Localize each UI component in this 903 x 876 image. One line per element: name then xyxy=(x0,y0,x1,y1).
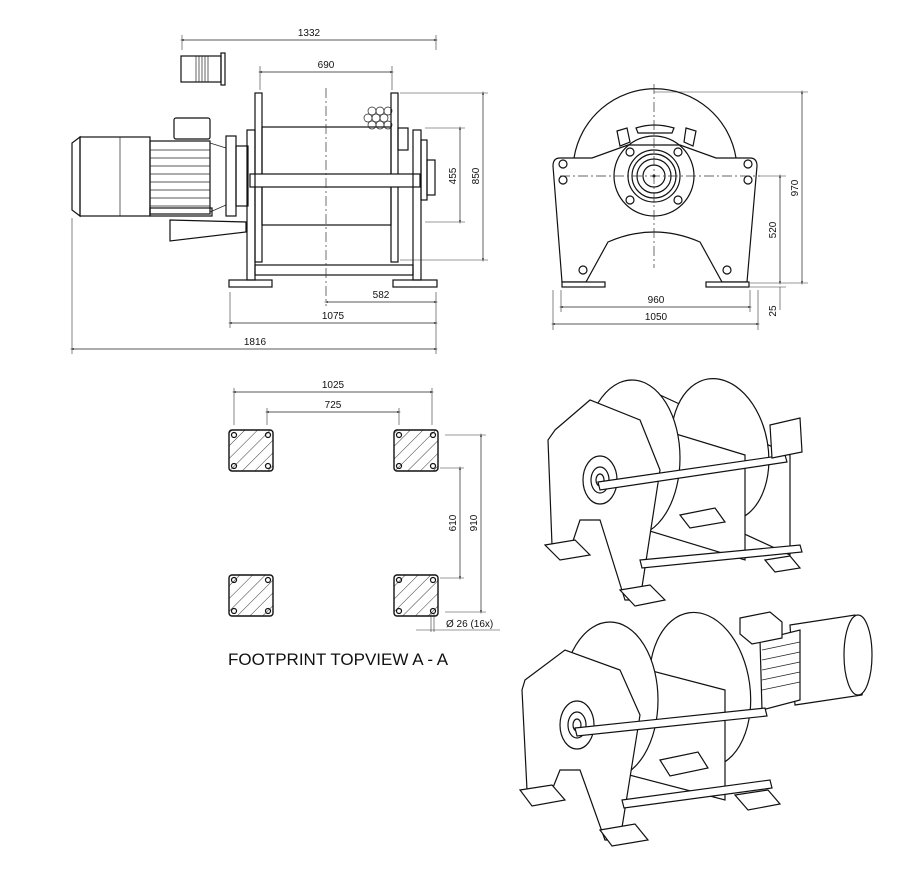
side-view-dimensions: 1332 690 455 850 582 1075 1816 xyxy=(69,28,488,354)
dim-910: 910 xyxy=(469,514,480,531)
footprint-dimensions: 1025 725 610 910 Ø 26 (16x) xyxy=(231,380,500,632)
electric-motor xyxy=(71,117,249,242)
dim-970: 970 xyxy=(790,179,801,196)
front-view-dimensions: 970 520 25 960 1050 xyxy=(550,89,808,330)
footprint-view: 1025 725 610 910 Ø 26 (16x) FOOTPRINT TO… xyxy=(228,380,500,669)
dim-1816: 1816 xyxy=(244,337,267,348)
dim-850: 850 xyxy=(471,167,482,184)
bolt-holes xyxy=(230,431,437,615)
foot-pad xyxy=(228,429,439,617)
dim-1025: 1025 xyxy=(322,380,345,391)
dim-582: 582 xyxy=(373,290,390,301)
dim-610: 610 xyxy=(448,514,459,531)
dim-hole-diameter: Ø 26 (16x) xyxy=(446,619,493,630)
dim-725: 725 xyxy=(325,400,342,411)
dim-455: 455 xyxy=(448,167,459,184)
dim-520: 520 xyxy=(768,221,779,238)
dim-960: 960 xyxy=(648,295,665,306)
winch-frame xyxy=(228,127,438,288)
dim-25: 25 xyxy=(768,305,779,317)
winch-drum xyxy=(249,92,421,263)
dim-690: 690 xyxy=(318,60,335,71)
dim-1050: 1050 xyxy=(645,312,668,323)
isometric-view-winch xyxy=(543,378,803,607)
dim-1332: 1332 xyxy=(298,28,321,39)
dim-1075: 1075 xyxy=(322,311,345,322)
footprint-title: FOOTPRINT TOPVIEW A - A xyxy=(228,650,449,669)
isometric-view-winch-with-motor xyxy=(518,611,873,847)
coupling-detail xyxy=(180,52,226,86)
front-view: 970 520 25 960 1050 xyxy=(550,84,808,330)
side-view: 1332 690 455 850 582 1075 1816 xyxy=(69,28,488,354)
